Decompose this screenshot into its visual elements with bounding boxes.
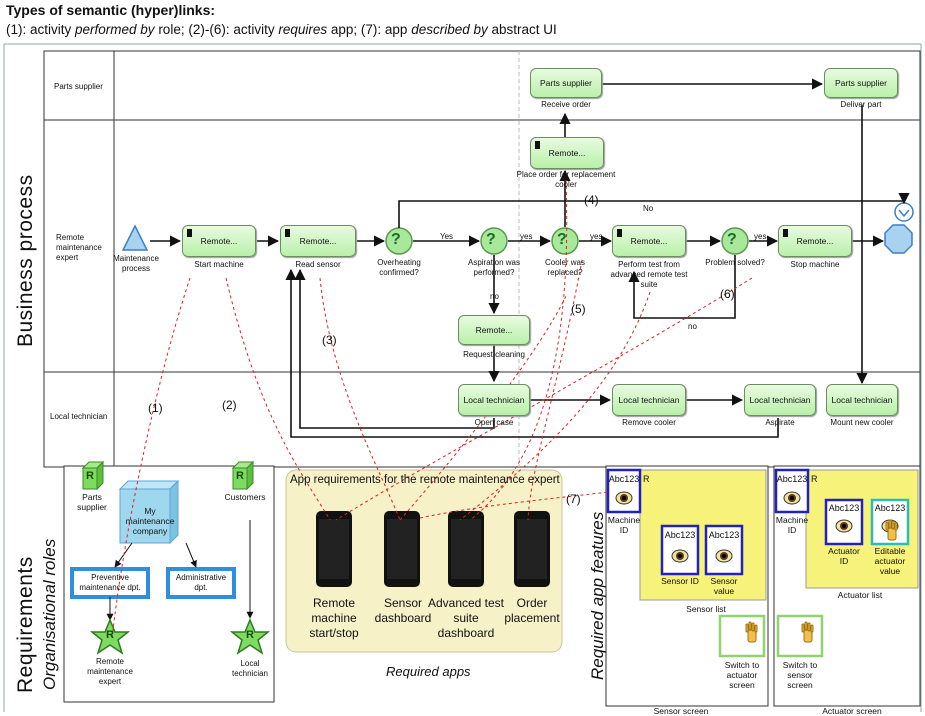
flow-label-yes: yes xyxy=(520,232,533,241)
task-remove-cooler-caption: Remove cooler xyxy=(622,418,676,427)
task-mount-cooler[interactable]: Local technician xyxy=(826,384,898,416)
flow-label-yes: yes xyxy=(754,232,767,241)
task-stop-machine[interactable]: Remote... xyxy=(778,225,852,257)
task-perform-test-caption: Perform test from advanced remote test s… xyxy=(610,260,688,289)
company-label: My maintenance company xyxy=(125,506,175,536)
actuator-machine-id: Machine ID xyxy=(775,515,809,535)
role-letter: R xyxy=(106,629,114,641)
required-apps-label: Required apps xyxy=(386,664,471,679)
switch-to-actuator[interactable]: Switch to actuator screen xyxy=(724,660,760,690)
sensor-id-label: Sensor ID xyxy=(661,576,699,586)
end-event-icon xyxy=(884,224,913,254)
task-receive-order[interactable]: Parts supplier xyxy=(530,68,602,98)
task-receive-order-caption: Receive order xyxy=(541,100,591,109)
task-open-case[interactable]: Local technician xyxy=(458,384,530,416)
gateway-cooler-caption: Cooler was replaced? xyxy=(544,258,585,277)
sensor-list-label: Sensor list xyxy=(686,604,726,614)
actuator-screen-label: Actuator screen xyxy=(822,706,882,716)
sensor-machine-id: Machine ID xyxy=(607,515,641,535)
task-deliver-part[interactable]: Parts supplier xyxy=(824,68,898,98)
link-label-1: (1) xyxy=(148,401,163,415)
role-cube-parts xyxy=(81,460,105,491)
editable-actuator-value: Editable actuator value xyxy=(874,546,906,576)
flow-label-no: no xyxy=(688,322,697,331)
role-parts-supplier-label: Parts supplier xyxy=(77,492,107,512)
abc-field: Abc123 xyxy=(664,530,696,540)
actuator-id-label: Actuator ID xyxy=(828,546,860,566)
gateway-overheating-caption: Overheating confirmed? xyxy=(377,258,421,277)
task-read-sensor[interactable]: Remote... xyxy=(280,225,356,257)
task-remove-cooler[interactable]: Local technician xyxy=(612,384,686,416)
flow-label-no: no xyxy=(490,292,499,301)
role-remote-expert-label: Remote maintenance expert xyxy=(87,657,133,686)
lane-local-technician: Local technician xyxy=(50,412,108,421)
app-order-placement[interactable]: Order placement xyxy=(504,596,560,625)
link-label-3: (3) xyxy=(322,333,337,347)
hand-icons xyxy=(745,519,898,643)
task-aspirate[interactable]: Local technician xyxy=(744,384,816,416)
task-request-cleaning-caption: Request cleaning xyxy=(463,350,525,359)
task-open-case-caption: Open case xyxy=(474,418,514,427)
app-advanced-test-suite[interactable]: Advanced test suite dashboard xyxy=(427,596,505,640)
task-mount-cooler-caption: Mount new cooler xyxy=(830,418,894,427)
task-place-order-caption: Place order for replacement cooler xyxy=(516,170,616,189)
apps-panel-title: App requirements for the remote maintena… xyxy=(290,474,560,486)
task-aspirate-caption: Aspirate xyxy=(765,418,795,427)
task-place-order[interactable]: Remote... xyxy=(530,137,604,169)
sensor-value-label: Sensor value xyxy=(710,576,738,596)
abc-field: Abc123 xyxy=(828,503,860,513)
abc-field: Abc123 xyxy=(776,474,808,484)
link-label-7: (7) xyxy=(566,492,581,506)
link-label-4: (4) xyxy=(584,193,599,207)
r-marker: R xyxy=(811,474,818,484)
task-start-machine-caption: Start machine xyxy=(194,260,244,269)
flow-label-no: No xyxy=(643,204,654,213)
start-event-label: Maintenance process xyxy=(113,254,159,273)
abc-field: Abc123 xyxy=(708,530,740,540)
gateway-problem-icon: ? xyxy=(727,231,737,248)
link-label-5: (5) xyxy=(571,302,586,316)
lane-remote-expert: Remote maintenance expert xyxy=(56,233,102,262)
task-stop-machine-caption: Stop machine xyxy=(790,260,840,269)
task-deliver-part-caption: Deliver part xyxy=(840,100,882,109)
link-types-legend: (1): activity performed by role; (2)-(6)… xyxy=(6,22,557,37)
role-letter: R xyxy=(86,470,94,482)
gateway-problem-caption: Problem solved? xyxy=(705,258,765,267)
page-title: Types of semantic (hyper)links: xyxy=(6,2,216,18)
lane-parts-supplier: Parts supplier xyxy=(54,82,103,91)
start-event-icon xyxy=(121,224,149,251)
link-label-6: (6) xyxy=(720,287,735,301)
r-marker: R xyxy=(643,474,650,484)
abc-field: Abc123 xyxy=(608,474,640,484)
actuator-list-label: Actuator list xyxy=(837,590,883,600)
gateway-overheating-icon: ? xyxy=(391,231,401,248)
task-request-cleaning[interactable]: Remote... xyxy=(458,315,530,345)
role-letter: R xyxy=(246,629,254,641)
role-customers-label: Customers xyxy=(224,492,266,502)
dept-administrative: Administrative dpt. xyxy=(175,573,227,592)
abc-field: Abc123 xyxy=(874,503,906,513)
switch-to-sensor[interactable]: Switch to sensor screen xyxy=(782,660,818,690)
task-start-machine[interactable]: Remote... xyxy=(182,225,256,257)
task-perform-test[interactable]: Remote... xyxy=(612,225,686,257)
gateway-cooler-icon: ? xyxy=(557,231,567,248)
app-remote-start-stop[interactable]: Remote machine start/stop xyxy=(309,596,359,640)
dept-preventive: Preventive maintenance dpt. xyxy=(79,573,141,592)
role-local-technician-label: Local technician xyxy=(231,659,269,678)
app-sensor-dashboard[interactable]: Sensor dashboard xyxy=(374,596,432,625)
link-label-2: (2) xyxy=(222,398,237,412)
role-letter: R xyxy=(236,470,244,482)
gateway-aspiration-icon: ? xyxy=(486,231,496,248)
sensor-screen-label: Sensor screen xyxy=(653,706,709,716)
gateway-aspiration-caption: Aspiration was performed? xyxy=(467,258,521,277)
phone-icons xyxy=(316,511,550,587)
flow-label-yes: Yes xyxy=(440,232,454,241)
role-cube-customers xyxy=(231,460,255,491)
flow-label-yes: yes xyxy=(590,232,603,241)
task-read-sensor-caption: Read sensor xyxy=(295,260,341,269)
